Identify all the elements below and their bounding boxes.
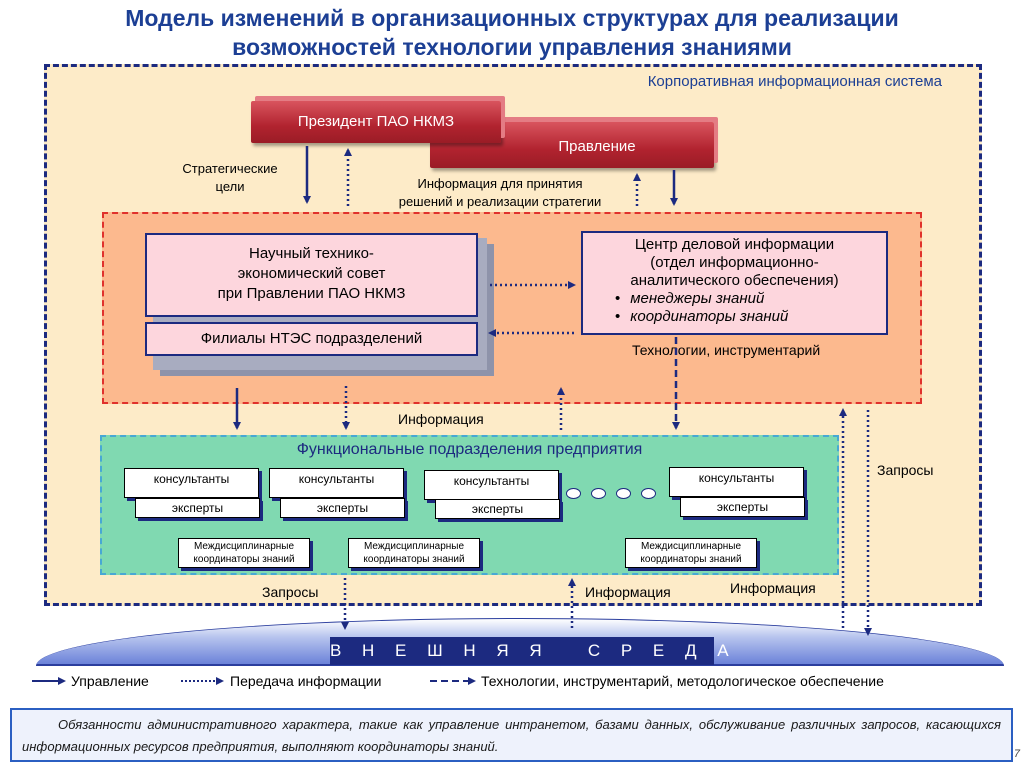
- decision-info-line-2: решений и реализации стратегии: [398, 194, 602, 209]
- legend-transfer-label: Передача информации: [230, 673, 382, 689]
- interdisciplinary-coordinators-box: Междисциплинарные координаторы знаний: [348, 538, 480, 568]
- ellipsis-oval: [591, 488, 606, 499]
- consultants-box: консультанты: [669, 467, 804, 497]
- consultants-box: консультанты: [269, 468, 404, 498]
- cdi-bullet-knowledge-managers: менеджеры знаний: [583, 290, 886, 308]
- cdi-line-3: аналитического обеспечения): [630, 272, 839, 289]
- decision-info-label: Информация для принятия решений и реализ…: [360, 175, 640, 211]
- coordinators-line-1: Междисциплинарные: [193, 541, 295, 552]
- coordinators-line-2: координаторы знаний: [193, 554, 295, 565]
- page-number: 7: [1013, 748, 1020, 760]
- experts-box: эксперты: [280, 498, 405, 518]
- corporate-system-label: Корпоративная информационная система: [647, 73, 942, 90]
- decision-info-line-1: Информация для принятия: [417, 176, 583, 191]
- interdisciplinary-coordinators-box: Междисциплинарные координаторы знаний: [625, 538, 757, 568]
- note-text: Обязанности административного характера,…: [22, 717, 1001, 754]
- technologies-tools-label: Технологии, инструментарий: [632, 342, 821, 358]
- board-label: Правление: [558, 138, 636, 155]
- functional-departments-title: Функциональные подразделения предприятия: [296, 441, 643, 458]
- legend-control-label: Управление: [71, 673, 149, 689]
- ellipsis-oval: [566, 488, 581, 499]
- consultants-label: консультанты: [298, 472, 375, 486]
- experts-box: эксперты: [135, 498, 260, 518]
- requests-label-bottom: Запросы: [262, 584, 319, 600]
- experts-label: эксперты: [171, 501, 224, 515]
- title-line-2: возможностей технологии управления знани…: [232, 34, 792, 60]
- coordinators-line-2: координаторы знаний: [363, 554, 465, 565]
- information-label-right: Информация: [730, 580, 816, 596]
- strategic-goals-label: Стратегические цели: [160, 160, 300, 196]
- consultants-label: консультанты: [453, 474, 530, 488]
- strategic-goals-line-2: цели: [215, 179, 245, 194]
- coordinators-line-1: Междисциплинарные: [363, 541, 465, 552]
- consultants-box: консультанты: [124, 468, 259, 498]
- president-label: Президент ПАО НКМЗ: [297, 113, 455, 130]
- coordinators-line-1: Междисциплинарные: [640, 541, 742, 552]
- cdi-line-2: (отдел информационно-: [650, 254, 819, 271]
- nts-line-1: Научный технико-: [249, 245, 374, 262]
- cdi-line-1: Центр деловой информации: [634, 236, 835, 253]
- experts-label: эксперты: [316, 501, 369, 515]
- legend-tech-label: Технологии, инструментарий, методологиче…: [481, 673, 884, 689]
- external-environment-label: В Н Е Ш Н Я Я С Р Е Д А: [330, 637, 729, 665]
- page-title: Модель изменений в организационных струк…: [0, 4, 1024, 62]
- information-label-bottom: Информация: [585, 584, 671, 600]
- nts-line-3: при Правлении ПАО НКМЗ: [217, 285, 406, 302]
- note-box: Обязанности административного характера,…: [10, 708, 1013, 762]
- requests-label-right: Запросы: [877, 462, 934, 478]
- coordinators-line-2: координаторы знаний: [640, 554, 742, 565]
- information-label-middle: Информация: [398, 411, 484, 427]
- title-line-1: Модель изменений в организационных струк…: [125, 5, 899, 31]
- experts-label: эксперты: [471, 502, 524, 516]
- scientific-council-box: Научный технико- экономический совет при…: [145, 233, 478, 317]
- ellipsis-oval: [641, 488, 656, 499]
- experts-box: эксперты: [435, 499, 560, 519]
- consultants-label: консультанты: [698, 471, 775, 485]
- president-ribbon: Президент ПАО НКМЗ: [251, 101, 501, 143]
- interdisciplinary-coordinators-box: Междисциплинарные координаторы знаний: [178, 538, 310, 568]
- consultants-label: консультанты: [153, 472, 230, 486]
- business-info-center-box: Центр деловой информации (отдел информац…: [581, 231, 888, 335]
- consultants-box: консультанты: [424, 470, 559, 500]
- nts-branches-label: Филиалы НТЭС подразделений: [200, 330, 423, 347]
- experts-box: эксперты: [680, 497, 805, 517]
- experts-label: эксперты: [716, 500, 769, 514]
- cdi-bullet-knowledge-coordinators: координаторы знаний: [583, 308, 886, 326]
- strategic-goals-line-1: Стратегические: [182, 161, 278, 176]
- nts-branches-box: Филиалы НТЭС подразделений: [145, 322, 478, 356]
- ellipsis-oval: [616, 488, 631, 499]
- nts-line-2: экономический совет: [237, 265, 386, 282]
